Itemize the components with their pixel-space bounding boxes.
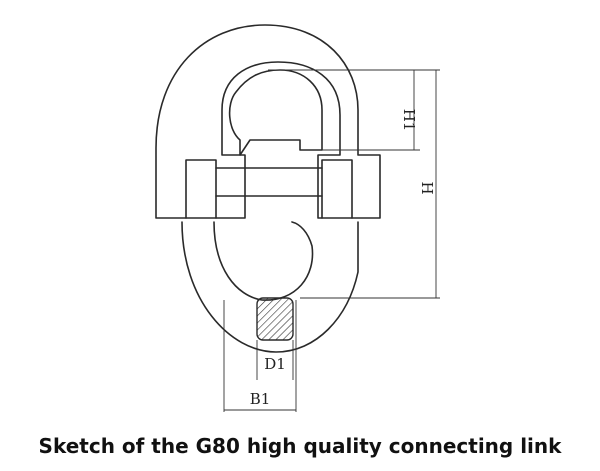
height-dimensions	[268, 69, 440, 299]
label-h1: H1	[400, 109, 418, 132]
label-h: H	[418, 181, 436, 194]
upper-link-body	[155, 24, 381, 219]
upper-link-eye	[228, 69, 323, 156]
center-pin	[215, 167, 323, 197]
lower-link-bow	[181, 221, 359, 353]
lower-link-inner	[213, 221, 314, 301]
cross-section-hatch	[256, 297, 294, 341]
right-slot	[321, 159, 353, 219]
label-b1: B1	[250, 390, 271, 408]
label-d1: D1	[264, 355, 286, 373]
connecting-link-sketch: H1 H D1 B1	[155, 24, 440, 412]
width-dimensions	[223, 300, 297, 412]
figure-caption: Sketch of the G80 high quality connectin…	[38, 434, 562, 458]
left-slot	[185, 159, 217, 219]
